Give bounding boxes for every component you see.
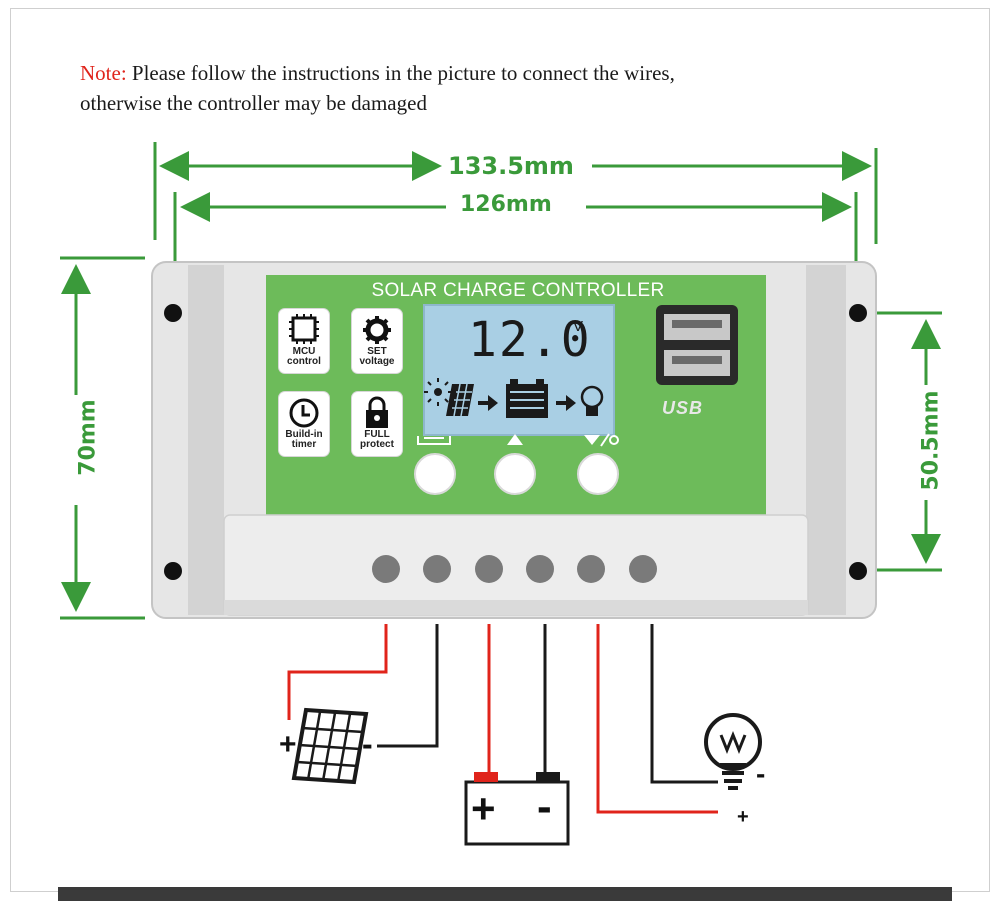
gear-icon [363,316,391,344]
note-text-line1: Please follow the instructions in the pi… [131,61,675,85]
chip-icon [289,314,319,344]
feature-label-1: MCU [292,346,316,357]
inner-width-label: 126mm [460,192,552,217]
arrow-icon [556,395,576,411]
sun-icon [424,378,452,406]
load-plus-sign: + [737,806,749,828]
solar-plus-sign: + [279,728,297,761]
battery-icon [464,772,570,846]
up-icon [507,434,523,445]
load-minus-sign: - [756,758,766,789]
feature-label-2: control [287,356,321,367]
height-label: 70mm [75,399,101,476]
solar-minus-sign: - [362,726,373,762]
mounting-holes [164,304,867,580]
lcd-voltage-value: 12.0 [468,312,592,368]
arrow-icon [478,395,498,411]
feature-label-1: SET [367,346,387,357]
width-dimension-outer [153,142,878,244]
control-buttons [414,453,619,495]
note-label: Note: [80,61,127,85]
down-button[interactable] [577,453,619,495]
usb-label: USB [662,398,704,418]
menu-icon [417,436,451,445]
wire-terminals [372,555,657,583]
lcd-flow-icons [424,378,604,418]
battery-minus-sign: - [537,782,552,831]
menu-button[interactable] [414,453,456,495]
feature-set-voltage: SET voltage [352,309,402,373]
lock-icon [366,396,388,428]
wires [287,624,718,814]
feature-label-1: Build-in [285,429,323,440]
feature-mcu-control: MCU control [279,309,329,373]
lcd-voltage-unit: V [573,318,584,335]
solar-panel-icon [446,383,474,417]
light-bulb-icon [704,713,762,790]
hole-spacing-label: 50.5mm [918,390,944,491]
solar-panel-icon [291,707,369,785]
feature-label-1: FULL [364,429,390,440]
usb-ports [656,305,738,385]
battery-icon [506,379,548,418]
down-light-icon [584,433,619,447]
feature-label-2: voltage [359,356,395,367]
bulb-icon [580,385,604,416]
feature-label-2: timer [291,439,317,450]
note-text-line2: otherwise the controller may be damaged [80,91,427,115]
controller-title: SOLAR CHARGE CONTROLLER [371,280,665,301]
feature-full-protect: FULL protect [352,392,402,456]
feature-label-2: protect [360,439,394,450]
outer-width-label: 133.5mm [448,152,574,180]
feature-build-in-timer: Build-in timer [279,392,329,456]
instruction-note: Note: Please follow the instructions in … [80,58,675,118]
footer-bar [58,887,952,901]
height-dimension [60,256,145,620]
up-button[interactable] [494,453,536,495]
battery-plus-sign: + [471,785,496,832]
clock-icon [289,398,319,428]
